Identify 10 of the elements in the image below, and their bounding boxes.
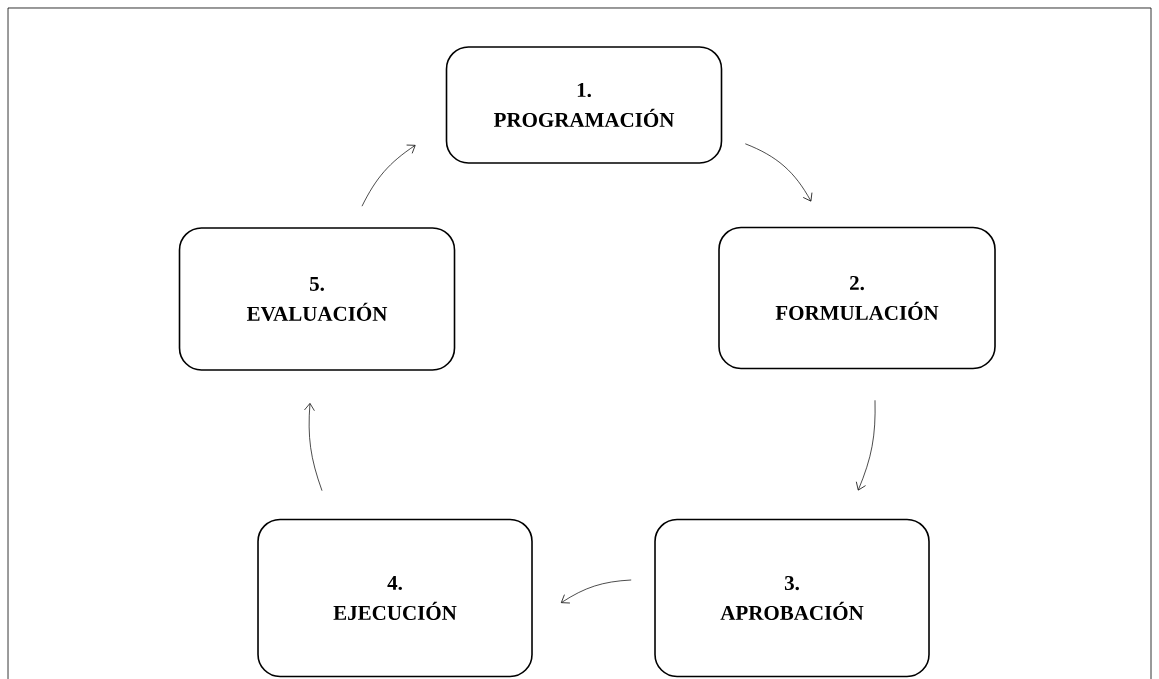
arrow xyxy=(304,403,323,492)
process-box: 4. EJECUCIÓN xyxy=(257,518,533,678)
arrow xyxy=(560,579,632,604)
arrow xyxy=(361,144,416,207)
process-box: 5. EVALUACIÓN xyxy=(178,227,456,371)
process-box: 3. APROBACIÓN xyxy=(654,518,930,678)
process-box: 2. FORMULACIÓN xyxy=(718,226,996,370)
process-box: 1. PROGRAMACIÓN xyxy=(445,46,723,164)
arrow xyxy=(744,143,813,202)
arrow xyxy=(855,399,876,491)
